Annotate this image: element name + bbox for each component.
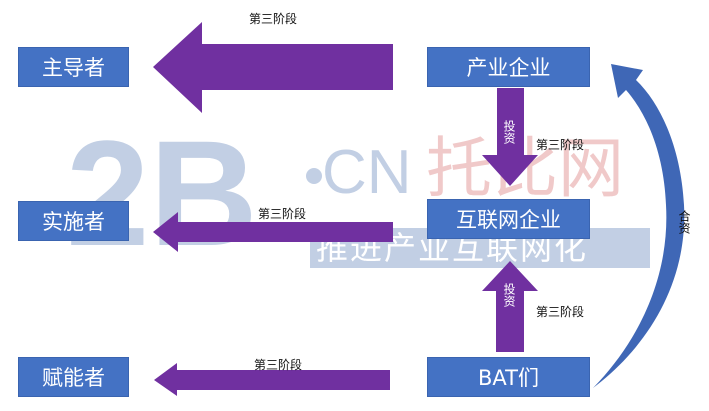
box-implementer: 实施者 [18,201,129,241]
label-cooperate: 合资 [677,210,691,234]
arrow-invest-down [482,88,538,186]
arrow-cooperate-curved [593,64,685,388]
box-industry-enterprise: 产业企业 [427,47,590,87]
arrow-to-empowerer [154,363,390,396]
box-bat: BAT们 [427,357,590,397]
arrow-invest-up [482,261,538,352]
box-internet-enterprise: 互联网企业 [427,199,590,239]
watermark-site-suffix: CN [322,138,412,207]
label-stage-middle: 第三阶段 [258,207,307,221]
arrow-to-implementer [153,212,393,252]
label-stage-top: 第三阶段 [249,12,298,26]
arrow-to-leader [153,22,393,113]
box-leader: 主导者 [18,47,129,87]
label-stage-bottom: 第三阶段 [254,358,303,372]
box-empowerer: 赋能者 [18,357,129,397]
label-stage-vertical-bottom: 第三阶段 [536,305,585,319]
watermark-site-prefix: 2B [66,109,258,277]
watermark-dot [306,168,322,184]
label-invest-bottom: 投资 [502,283,516,307]
label-invest-top: 投资 [502,120,516,144]
label-stage-vertical-top: 第三阶段 [536,138,585,152]
